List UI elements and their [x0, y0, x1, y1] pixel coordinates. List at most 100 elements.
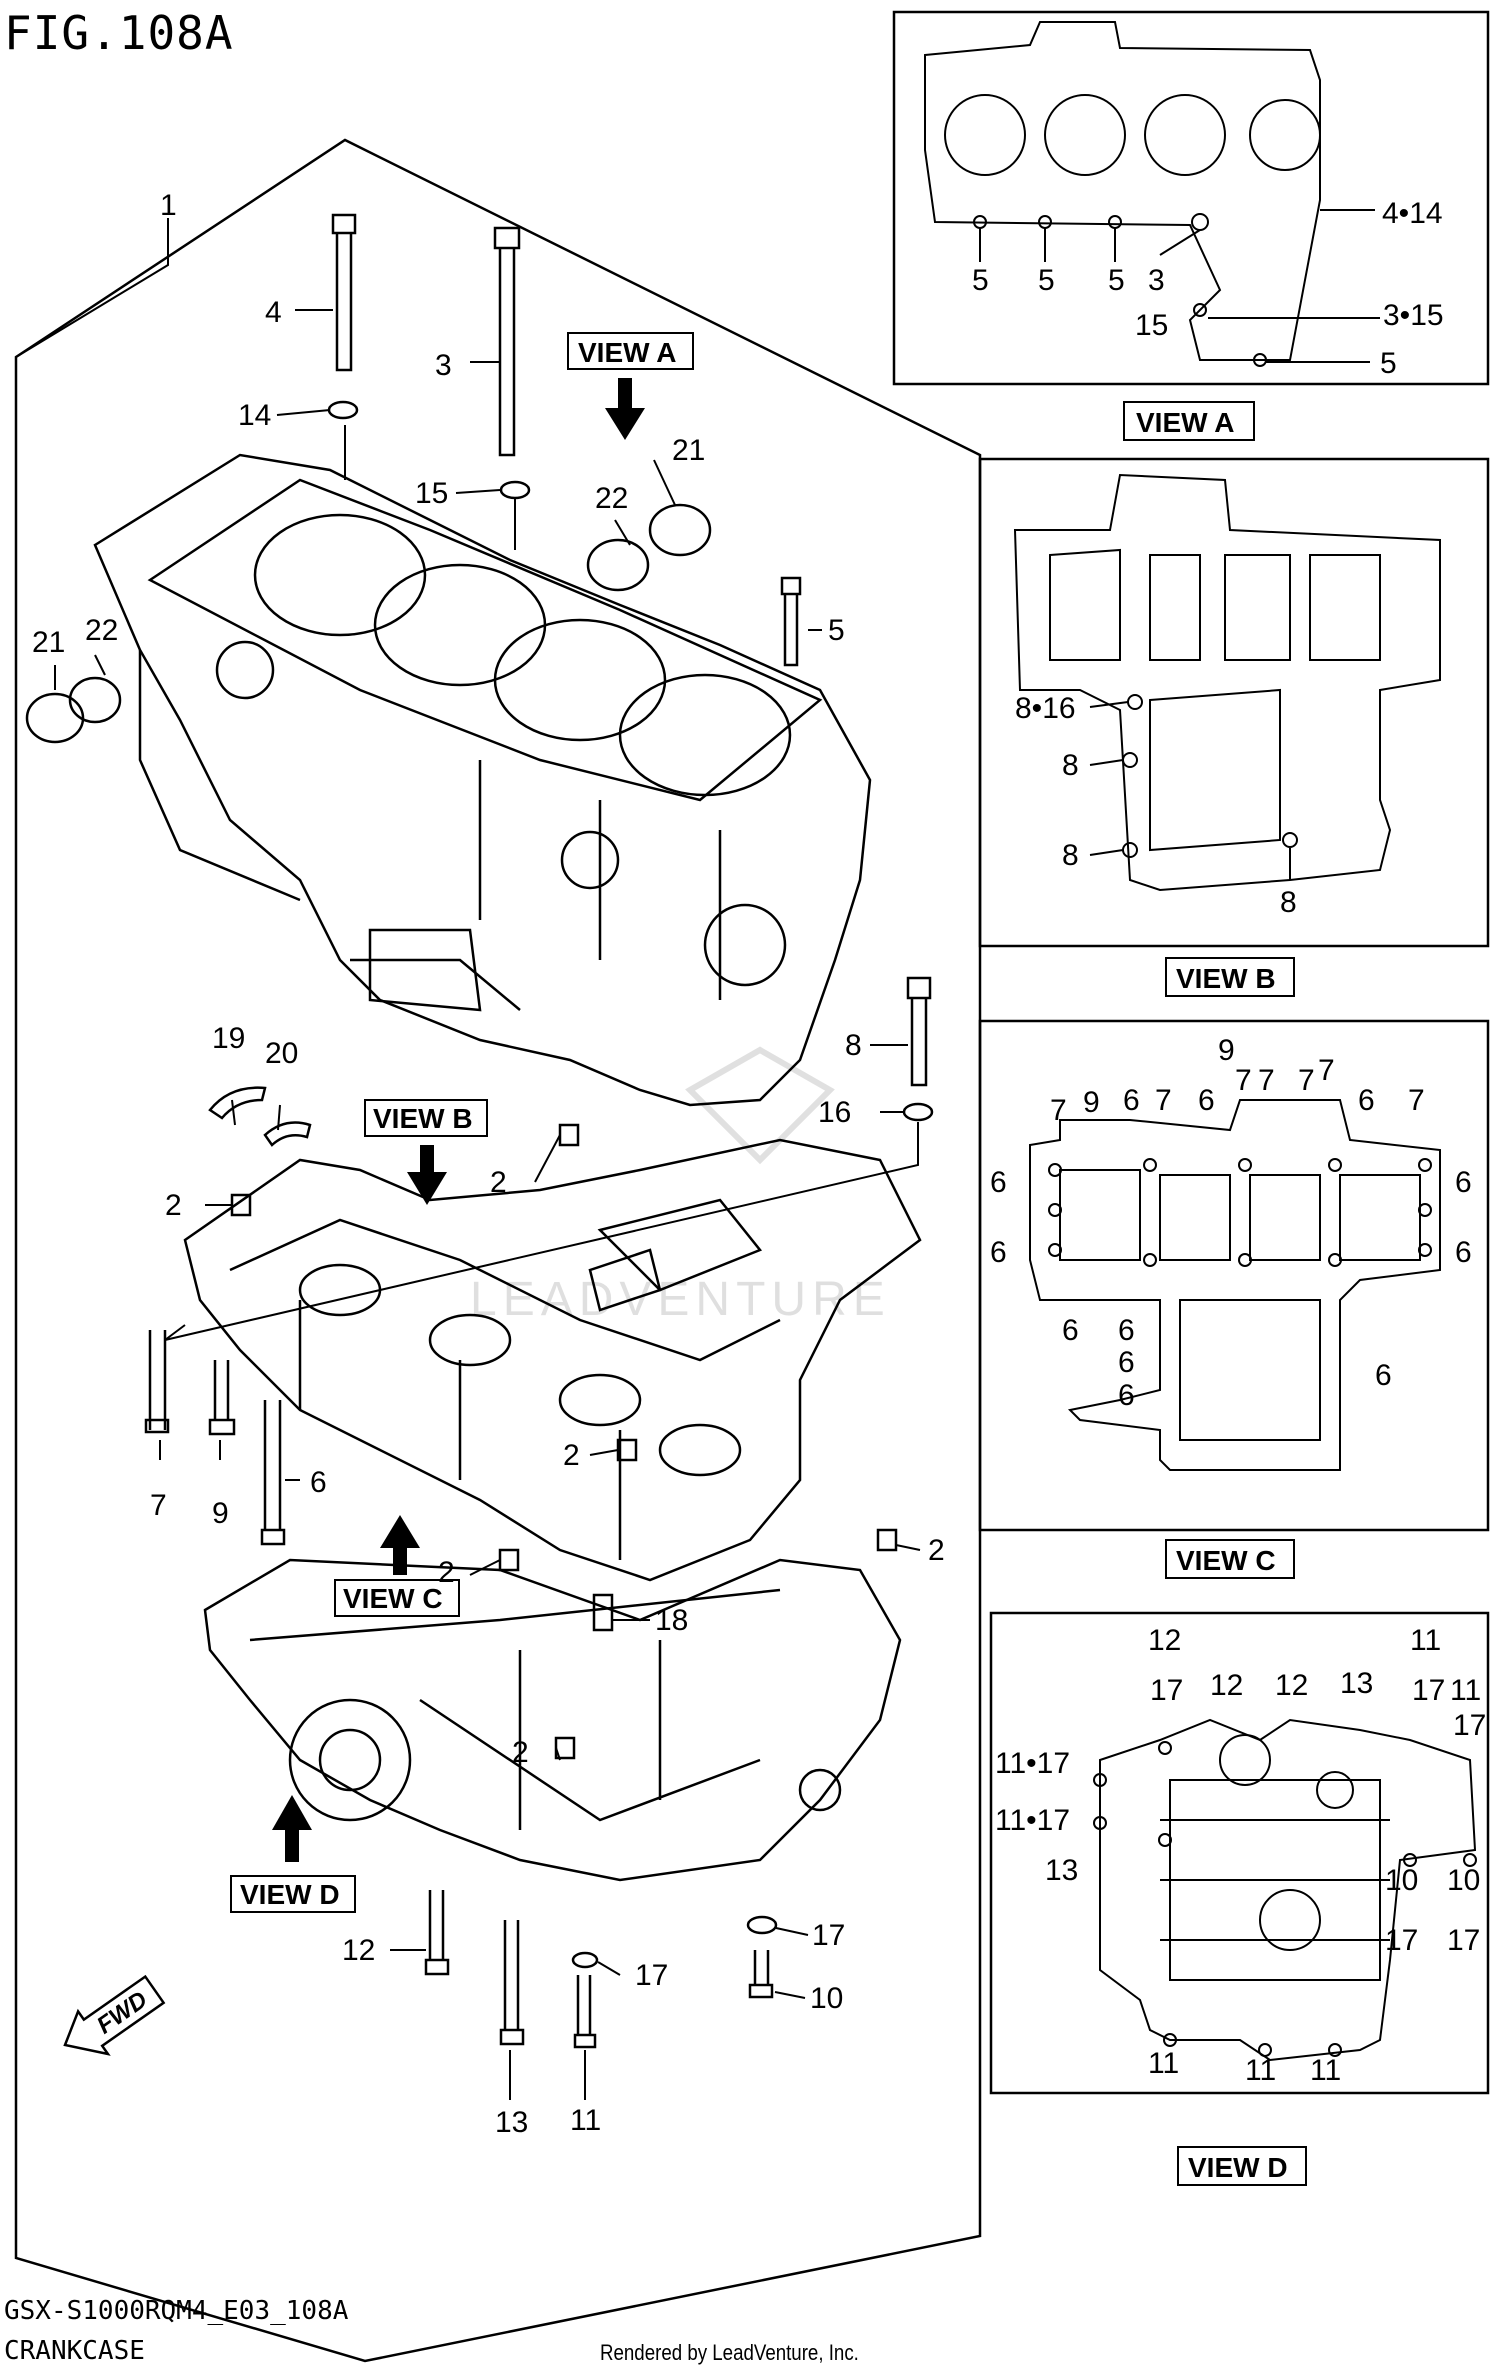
view-a-label-8: 5 — [1380, 347, 1397, 380]
callout-19: 19 — [212, 1022, 245, 1055]
render-credit: Rendered by LeadVenture, Inc. — [600, 2340, 859, 2365]
figure-code: GSX-S1000RQM4_E03_108A — [4, 2296, 349, 2326]
callout-13: 13 — [495, 2106, 528, 2139]
view-c-label-9b: 9 — [1218, 1034, 1235, 1067]
callout-10: 10 — [810, 1982, 843, 2015]
view-d-label-11d: 11 — [1245, 2054, 1276, 2087]
callout-17-b: 17 — [812, 1919, 845, 1952]
view-c-label-6g: 6 — [1455, 1236, 1472, 1269]
view-b-label-3: 8 — [1062, 839, 1079, 872]
view-c-label-6b: 6 — [1198, 1084, 1215, 1117]
view-a-label-4: 5 — [1108, 264, 1125, 297]
view-c-label-9a: 9 — [1083, 1086, 1100, 1119]
view-c-label-6j: 6 — [1118, 1346, 1135, 1379]
view-c-label-6h: 6 — [1062, 1314, 1079, 1347]
callout-21-plug: 21 — [672, 434, 705, 467]
view-a-title: VIEW A — [1136, 407, 1235, 438]
view-c-label-7e: 7 — [1298, 1064, 1315, 1097]
view-d-label-17e: 17 — [1447, 1924, 1480, 1957]
view-d-label-13b: 13 — [1045, 1854, 1078, 1887]
view-a-label-6: 15 — [1135, 309, 1168, 342]
view-d-label-17a: 17 — [1150, 1674, 1183, 1707]
callout-2-b: 2 — [490, 1166, 507, 1199]
callout-18: 18 — [655, 1604, 688, 1637]
callout-12: 12 — [342, 1934, 375, 1967]
lower-crankcase — [203, 1558, 902, 1882]
view-a-panel: 4•14 5 5 5 3 15 3•15 5 VIEW A — [892, 10, 1490, 441]
callout-6: 6 — [310, 1466, 327, 1499]
view-d-label-12a: 12 — [1148, 1624, 1181, 1657]
callout-17-a: 17 — [635, 1959, 668, 1992]
callout-21-plug-left: 21 — [32, 626, 65, 659]
callout-16: 16 — [818, 1096, 851, 1129]
view-c-indicator: VIEW C — [343, 1583, 443, 1614]
callout-22-gasket-left: 22 — [85, 614, 118, 647]
view-c-label-7c: 7 — [1235, 1064, 1252, 1097]
view-a-label-1: 4•14 — [1382, 197, 1443, 230]
view-d-label-11c: 11 — [1148, 2047, 1179, 2080]
callout-11: 11 — [570, 2104, 601, 2137]
view-c-label-6l: 6 — [1375, 1359, 1392, 1392]
callout-5: 5 — [828, 614, 845, 647]
view-d-label-13a: 13 — [1340, 1667, 1373, 1700]
leader-lines — [15, 218, 921, 2100]
callout-1: 1 — [160, 189, 177, 222]
callout-2-c: 2 — [563, 1439, 580, 1472]
view-c-panel: 9 7 9 6 7 6 7 7 7 7 6 7 6 6 6 6 6 6 6 6 … — [978, 1019, 1490, 1579]
view-d-indicator: VIEW D — [240, 1879, 340, 1910]
callout-7: 7 — [150, 1489, 167, 1522]
view-a-label-3: 5 — [1038, 264, 1055, 297]
view-d-label-11-17a: 11•17 — [995, 1747, 1070, 1780]
view-a-label-7: 3•15 — [1383, 299, 1444, 332]
view-c-label-7b: 7 — [1155, 1084, 1172, 1117]
callout-9: 9 — [212, 1497, 229, 1530]
callout-15: 15 — [415, 477, 448, 510]
view-c-label-7g: 7 — [1408, 1084, 1425, 1117]
view-b-indicator: VIEW B — [373, 1103, 473, 1134]
view-d-label-11-17b: 11•17 — [995, 1804, 1070, 1837]
callout-8: 8 — [845, 1029, 862, 1062]
callout-4: 4 — [265, 296, 282, 329]
upper-crankcase — [93, 453, 872, 1107]
view-d-label-11b: 11 — [1450, 1674, 1481, 1707]
view-c-label-7d: 7 — [1258, 1064, 1275, 1097]
view-c-title: VIEW C — [1176, 1545, 1276, 1576]
view-a-indicator: VIEW A — [578, 337, 677, 368]
callout-2-a: 2 — [165, 1189, 182, 1222]
view-b-label-4: 8 — [1280, 886, 1297, 919]
view-d-label-17c: 17 — [1453, 1709, 1486, 1742]
middle-crankcase — [183, 1138, 922, 1582]
view-d-title: VIEW D — [1188, 2152, 1288, 2183]
view-d-panel: 12 17 11 17 11 17 12 12 13 11•17 11•17 1… — [989, 1611, 1490, 2186]
callout-20: 20 — [265, 1037, 298, 1070]
view-c-label-6a: 6 — [1123, 1084, 1140, 1117]
view-d-label-11e: 11 — [1310, 2054, 1341, 2087]
main-callouts: 1 4 3 14 15 21 22 21 22 5 8 16 19 20 2 2… — [32, 189, 945, 2139]
view-c-label-6c: 6 — [1358, 1084, 1375, 1117]
view-c-label-6i: 6 — [1118, 1314, 1135, 1347]
view-a-label-2: 5 — [972, 264, 989, 297]
view-d-label-12b: 12 — [1210, 1669, 1243, 1702]
view-c-label-6k: 6 — [1118, 1379, 1135, 1412]
view-c-label-6e: 6 — [1455, 1166, 1472, 1199]
view-d-label-17b: 17 — [1412, 1674, 1445, 1707]
hardware-parts — [25, 213, 934, 2049]
view-indicators: VIEW A VIEW B VIEW C VIEW D FWD — [63, 332, 694, 2056]
callout-2-f: 2 — [512, 1736, 529, 1769]
view-b-panel: 8•16 8 8 8 VIEW B — [978, 457, 1490, 997]
view-a-label-5: 3 — [1148, 264, 1165, 297]
view-b-label-2: 8 — [1062, 749, 1079, 782]
view-c-label-6f: 6 — [990, 1236, 1007, 1269]
view-c-label-6d: 6 — [990, 1166, 1007, 1199]
view-d-label-10a: 10 — [1385, 1864, 1418, 1897]
callout-14: 14 — [238, 399, 271, 432]
view-b-label-1: 8•16 — [1015, 692, 1076, 725]
view-b-title: VIEW B — [1176, 963, 1276, 994]
callout-22-gasket: 22 — [595, 482, 628, 515]
view-d-label-12c: 12 — [1275, 1669, 1308, 1702]
callout-3: 3 — [435, 349, 452, 382]
figure-title: FIG.108A — [4, 6, 234, 60]
watermark: LEADVENTURE — [470, 1046, 885, 1326]
